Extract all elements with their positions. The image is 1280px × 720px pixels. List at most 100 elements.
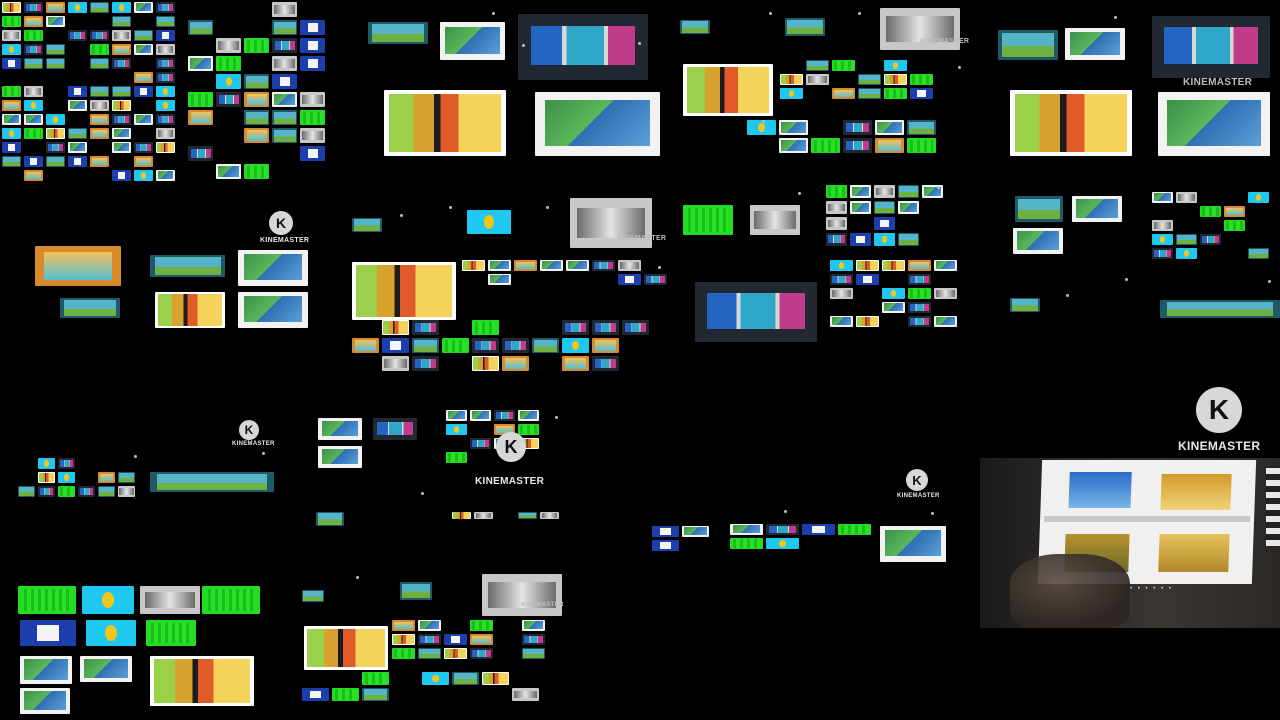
video-thumbnail	[373, 418, 417, 440]
video-thumbnail	[272, 38, 297, 53]
video-thumbnail	[38, 458, 55, 469]
video-thumbnail	[2, 128, 21, 139]
video-thumbnail	[18, 586, 76, 614]
video-thumbnail	[1160, 300, 1280, 318]
video-thumbnail	[830, 274, 853, 285]
video-thumbnail	[934, 288, 957, 299]
video-thumbnail	[302, 590, 324, 602]
video-thumbnail	[300, 92, 325, 107]
video-thumbnail	[412, 338, 439, 353]
video-thumbnail	[112, 114, 131, 125]
video-thumbnail	[780, 88, 803, 99]
indicator-dot	[262, 452, 265, 455]
video-thumbnail	[238, 292, 308, 328]
video-thumbnail	[112, 30, 131, 41]
video-thumbnail	[244, 38, 269, 53]
video-thumbnail	[2, 58, 21, 69]
video-thumbnail	[316, 512, 344, 526]
video-thumbnail	[392, 648, 415, 659]
video-thumbnail	[216, 164, 241, 179]
video-thumbnail	[874, 185, 895, 198]
video-thumbnail	[24, 44, 43, 55]
video-thumbnail	[46, 114, 65, 125]
video-thumbnail	[880, 8, 960, 50]
video-thumbnail	[58, 486, 75, 497]
indicator-dot	[798, 192, 801, 195]
video-thumbnail	[112, 128, 131, 139]
video-thumbnail	[80, 656, 132, 682]
video-thumbnail	[680, 20, 710, 34]
video-thumbnail	[452, 512, 471, 519]
video-thumbnail	[850, 233, 871, 246]
video-thumbnail	[856, 274, 879, 285]
video-thumbnail	[850, 201, 871, 214]
video-thumbnail	[238, 250, 308, 286]
video-thumbnail	[908, 260, 931, 271]
video-thumbnail	[470, 634, 493, 645]
video-thumbnail	[118, 486, 135, 497]
video-thumbnail	[1224, 206, 1245, 217]
kinemaster-logo-icon: K	[906, 469, 928, 491]
video-thumbnail	[683, 64, 773, 116]
video-thumbnail	[843, 120, 872, 135]
video-thumbnail	[1065, 28, 1125, 60]
video-thumbnail	[592, 338, 619, 353]
video-thumbnail	[2, 16, 21, 27]
video-thumbnail	[140, 586, 200, 614]
video-thumbnail	[2, 100, 21, 111]
video-thumbnail	[907, 120, 936, 135]
video-thumbnail	[146, 620, 196, 646]
video-thumbnail	[38, 472, 55, 483]
video-thumbnail	[874, 233, 895, 246]
indicator-dot	[1114, 16, 1117, 19]
video-thumbnail	[272, 74, 297, 89]
video-thumbnail	[644, 274, 667, 285]
video-thumbnail	[910, 74, 933, 85]
indicator-dot	[449, 206, 452, 209]
video-thumbnail	[832, 60, 855, 71]
video-thumbnail	[98, 486, 115, 497]
video-thumbnail	[2, 44, 21, 55]
video-thumbnail	[874, 217, 895, 230]
video-thumbnail	[518, 438, 539, 449]
video-thumbnail	[156, 142, 175, 153]
video-thumbnail	[46, 16, 65, 27]
video-thumbnail	[300, 20, 325, 35]
video-thumbnail	[910, 88, 933, 99]
video-thumbnail	[24, 16, 43, 27]
video-thumbnail	[134, 44, 153, 55]
video-thumbnail	[470, 620, 493, 631]
video-thumbnail	[35, 246, 121, 286]
video-thumbnail	[134, 170, 153, 181]
video-thumbnail	[908, 274, 931, 285]
video-thumbnail	[422, 672, 449, 685]
video-thumbnail	[155, 292, 225, 328]
video-thumbnail	[618, 274, 641, 285]
video-thumbnail	[68, 2, 87, 13]
video-thumbnail	[90, 156, 109, 167]
video-thumbnail	[830, 288, 853, 299]
video-thumbnail	[826, 217, 847, 230]
video-thumbnail	[830, 260, 853, 271]
kinemaster-logo-icon: K	[269, 211, 293, 235]
video-thumbnail	[830, 316, 853, 327]
video-thumbnail	[472, 356, 499, 371]
video-thumbnail	[446, 410, 467, 421]
video-thumbnail	[566, 260, 589, 271]
video-thumbnail	[46, 156, 65, 167]
video-thumbnail	[998, 30, 1058, 60]
camera-photo-panel: • • • • • •	[980, 458, 1280, 628]
video-thumbnail	[300, 146, 325, 161]
video-thumbnail	[1152, 234, 1173, 245]
video-thumbnail	[512, 688, 539, 701]
video-thumbnail	[362, 672, 389, 685]
video-thumbnail	[90, 44, 109, 55]
video-thumbnail	[785, 18, 825, 36]
video-thumbnail	[90, 114, 109, 125]
progress-bar	[1044, 516, 1251, 522]
video-thumbnail	[908, 316, 931, 327]
video-thumbnail	[188, 56, 213, 71]
video-thumbnail	[24, 156, 43, 167]
video-thumbnail	[156, 2, 175, 13]
video-thumbnail	[1176, 234, 1197, 245]
